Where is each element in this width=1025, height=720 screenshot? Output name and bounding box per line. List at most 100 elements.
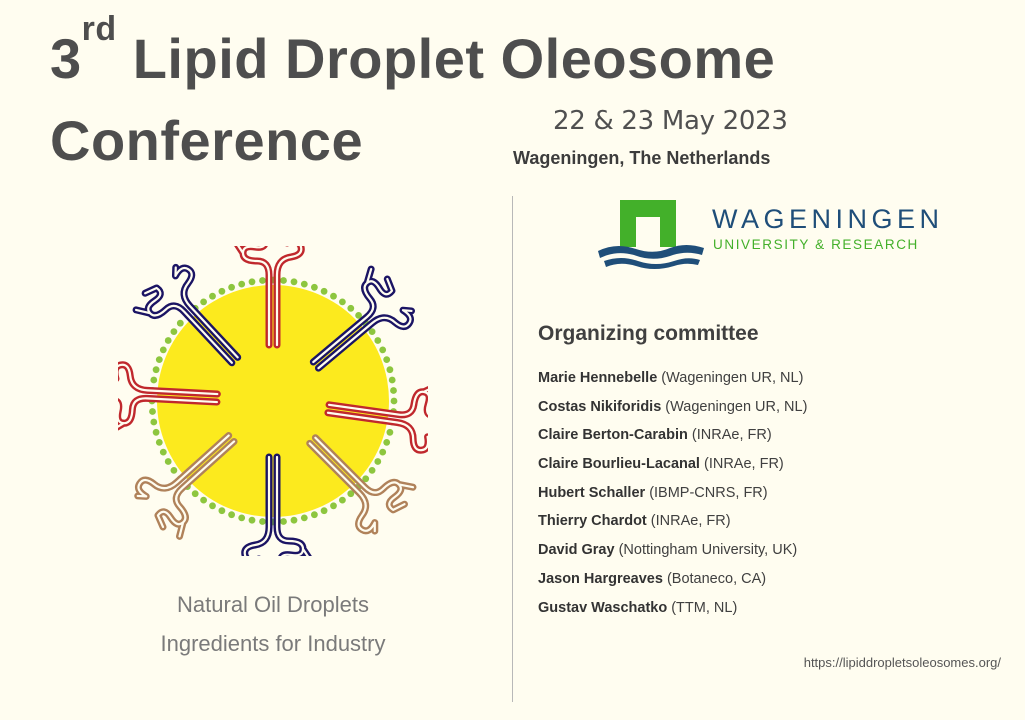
phospholipid-dot [280, 277, 287, 284]
oleosin-protein [306, 434, 417, 535]
phospholipid-dot [200, 298, 207, 306]
phospholipid-dot [320, 287, 328, 295]
phospholipid-dot [152, 366, 160, 374]
tagline-line-2: Ingredients for Industry [160, 631, 386, 656]
phospholipid-dot [390, 397, 398, 405]
event-location: Wageningen, The Netherlands [513, 148, 771, 168]
committee-list: Marie Hennebelle (Wageningen UR, NL) Cos… [538, 368, 807, 626]
member-affiliation: (TTM, NL) [667, 599, 738, 616]
phospholipid-dot [155, 439, 163, 446]
phospholipid-dot [390, 387, 397, 394]
oleosin-protein [134, 432, 238, 540]
phospholipid-dot [176, 319, 184, 327]
phospholipid-dot [362, 475, 370, 483]
committee-member: Hubert Schaller (IBMP-CNRS, FR) [538, 483, 807, 512]
phospholipid-dot [209, 502, 216, 510]
committee-member: Thierry Chardot (INRAe, FR) [538, 511, 807, 540]
phospholipid-dot [164, 458, 172, 465]
phospholipid-dot [152, 428, 160, 436]
oleosin-protein [241, 453, 315, 556]
phospholipid-dot [374, 337, 382, 344]
oil-droplet-illustration [118, 246, 428, 556]
phospholipid-dot [228, 283, 235, 291]
phospholipid-dot [200, 496, 207, 504]
member-affiliation: (INRAe, FR) [687, 427, 772, 444]
phospholipid-dot [379, 448, 387, 456]
wageningen-wordmark: WAGENINGEN [712, 204, 944, 234]
vertical-divider [512, 196, 513, 702]
phospholipid-dot [330, 502, 337, 510]
phospholipid-dot [386, 366, 394, 374]
member-name: Claire Bourlieu-Lacanal [538, 456, 700, 473]
committee-member: Claire Berton-Carabin (INRAe, FR) [538, 425, 807, 454]
wur-arch-icon [598, 200, 704, 269]
title-line-2: Conference [50, 109, 364, 172]
member-affiliation: (Wageningen UR, NL) [657, 370, 804, 386]
phospholipid-dot [347, 490, 355, 498]
member-affiliation: (Botaneco, CA) [662, 570, 767, 587]
phospholipid-dot [355, 312, 362, 319]
phospholipid-dot [311, 283, 318, 291]
phospholipid-dot [388, 376, 396, 384]
phospholipid-dot [290, 516, 298, 524]
committee-member: Jason Hargreaves (Botaneco, CA) [538, 569, 807, 598]
member-affiliation: (Wageningen UR, NL) [661, 398, 808, 415]
member-name: David Gray [538, 542, 615, 559]
phospholipid-dot [300, 514, 308, 522]
phospholipid-dot [218, 507, 226, 515]
phospholipid-dot [155, 356, 163, 363]
phospholipid-dot [218, 287, 226, 295]
phospholipid-dot [248, 516, 256, 524]
phospholipid-dot [170, 328, 178, 335]
wageningen-logo: WAGENINGEN UNIVERSITY & RESEARCH [596, 195, 991, 275]
title-line-1-text: Lipid Droplet Oleosome [116, 27, 776, 90]
title-ordinal-number: 3 [50, 27, 82, 90]
phospholipid-dot [164, 337, 172, 344]
phospholipid-dot [228, 511, 235, 519]
committee-heading: Organizing committee [538, 322, 759, 345]
phospholipid-dot [339, 298, 346, 306]
title-ordinal-suffix: rd [81, 10, 117, 48]
phospholipid-dot [300, 280, 308, 288]
phospholipid-dot [330, 292, 337, 300]
oleosin-protein [324, 382, 428, 454]
member-affiliation: (INRAe, FR) [699, 456, 784, 473]
oleosin-proteins [118, 246, 428, 556]
phospholipid-dot [379, 346, 387, 354]
committee-member: Gustav Waschatko (TTM, NL) [538, 598, 807, 627]
wageningen-subtitle: UNIVERSITY & RESEARCH [713, 237, 919, 252]
member-name: Gustav Waschatko [538, 599, 668, 616]
phospholipid-dot [374, 458, 382, 465]
phospholipid-dot [368, 467, 376, 474]
member-affiliation: (IBMP-CNRS, FR) [645, 484, 768, 501]
tagline-line-1: Natural Oil Droplets [177, 592, 369, 617]
event-date: 22 & 23 May 2023 [553, 106, 788, 136]
phospholipid-dot [383, 439, 391, 446]
phospholipid-dot [159, 346, 167, 354]
member-name: Costas Nikiforidis [538, 398, 662, 415]
member-name: Claire Berton-Carabin [538, 427, 688, 444]
phospholipid-dot [347, 304, 355, 312]
phospholipid-dot [149, 408, 156, 415]
conference-title: 3rd Lipid Droplet Oleosome Conference [50, 12, 776, 182]
phospholipid-dot [159, 448, 167, 456]
phospholipid-dot [170, 467, 178, 474]
website-link[interactable]: https://lipiddropletsoleosomes.org/ [803, 655, 1001, 670]
phospholipid-dot [320, 507, 328, 515]
title-line-1: 3rd Lipid Droplet Oleosome [50, 12, 776, 90]
oleosin-protein [118, 361, 221, 435]
phospholipid-dot [191, 490, 199, 498]
phospholipid-dot [248, 278, 256, 286]
phospholipid-dot [368, 328, 376, 335]
member-name: Jason Hargreaves [538, 570, 663, 587]
phospholipid-dot [259, 277, 266, 284]
member-name: Thierry Chardot [538, 513, 647, 530]
phospholipid-dot [150, 418, 158, 426]
phospholipid-dot [311, 511, 318, 519]
phospholipid-dot [238, 514, 246, 522]
committee-member: David Gray (Nottingham University, UK) [538, 540, 807, 569]
member-affiliation: (INRAe, FR) [646, 513, 731, 530]
phospholipid-dot [339, 496, 346, 504]
oleosin-protein [309, 265, 415, 372]
oleosin-protein [132, 263, 242, 367]
